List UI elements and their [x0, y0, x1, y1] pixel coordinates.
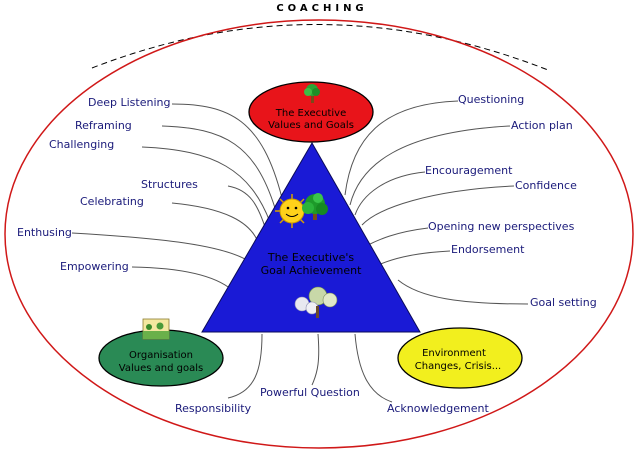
skill-label: Endorsement	[451, 243, 525, 256]
skill-label: Deep Listening	[88, 96, 170, 109]
connector-enthusing	[71, 232, 251, 263]
connector-confidence	[361, 185, 515, 226]
node-executive-values: The Executive Values and Goals	[248, 81, 374, 143]
center-title-line1: The Executive's	[267, 251, 355, 264]
connector-powerful-question	[311, 333, 320, 386]
connector-challenging	[141, 146, 271, 223]
node-environment-ellipse	[397, 327, 523, 389]
node-executive-values-line2: Values and Goals	[268, 120, 354, 131]
connectors-left	[71, 103, 283, 291]
skill-label: Powerful Question	[260, 386, 360, 399]
node-environment-line2: Changes, Crisis...	[415, 361, 501, 372]
connector-goal-setting	[397, 279, 529, 305]
connectors-bottom	[227, 333, 393, 403]
node-environment: Environment Changes, Crisis...	[397, 327, 523, 389]
skills-left: Deep Listening Reframing Challenging Str…	[17, 96, 198, 273]
skill-label: Reframing	[75, 119, 132, 132]
connector-reframing	[161, 125, 276, 209]
connector-endorsement	[377, 250, 451, 266]
skill-label: Action plan	[511, 119, 573, 132]
connectors-right	[344, 100, 529, 305]
skill-label: Encouragement	[425, 164, 513, 177]
diagram-title: COACHING	[276, 3, 367, 14]
center-title-line2: Goal Achievement	[261, 264, 362, 277]
skill-label: Empowering	[60, 260, 129, 273]
node-organisation-values: Organisation Values and goals	[98, 318, 224, 387]
connector-deep-listening	[171, 103, 283, 199]
small-tree-icon	[304, 84, 320, 103]
skill-label: Goal setting	[530, 296, 597, 309]
blossom-tree-icon	[294, 286, 338, 318]
connector-action-plan	[349, 125, 511, 206]
skill-label: Opening new perspectives	[428, 220, 575, 233]
outer-dashed-arc	[91, 24, 549, 71]
connector-celebrating	[171, 202, 259, 243]
skills-right: Questioning Action plan Encouragement Co…	[425, 93, 597, 309]
tree-icon	[302, 193, 328, 220]
skill-label: Enthusing	[17, 226, 72, 239]
node-organisation-values-line2: Values and goals	[119, 363, 203, 374]
node-executive-values-ellipse	[248, 81, 374, 143]
outer-ellipse	[4, 19, 634, 449]
skill-label: Structures	[141, 178, 198, 191]
connector-questioning	[344, 100, 459, 196]
connector-opening-new-perspectives	[367, 227, 429, 246]
goal-triangle	[201, 141, 421, 333]
node-executive-values-line1: The Executive	[275, 108, 346, 119]
skill-label: Acknowledgement	[387, 402, 489, 415]
skill-label: Confidence	[515, 179, 577, 192]
skill-label: Questioning	[458, 93, 524, 106]
skills-bottom: Responsibility Powerful Question Acknowl…	[175, 386, 489, 415]
connector-encouragement	[354, 171, 426, 216]
node-environment-line1: Environment	[422, 348, 486, 359]
skill-label: Challenging	[49, 138, 114, 151]
connector-empowering	[131, 266, 233, 291]
connector-acknowledgement	[354, 333, 393, 403]
node-organisation-values-line1: Organisation	[129, 350, 193, 361]
landscape-picture-icon	[142, 318, 170, 340]
connector-responsibility	[227, 333, 263, 399]
skill-label: Responsibility	[175, 402, 252, 415]
connector-structures	[227, 185, 267, 231]
skill-label: Celebrating	[80, 195, 144, 208]
sun-smiley-icon	[275, 194, 309, 228]
